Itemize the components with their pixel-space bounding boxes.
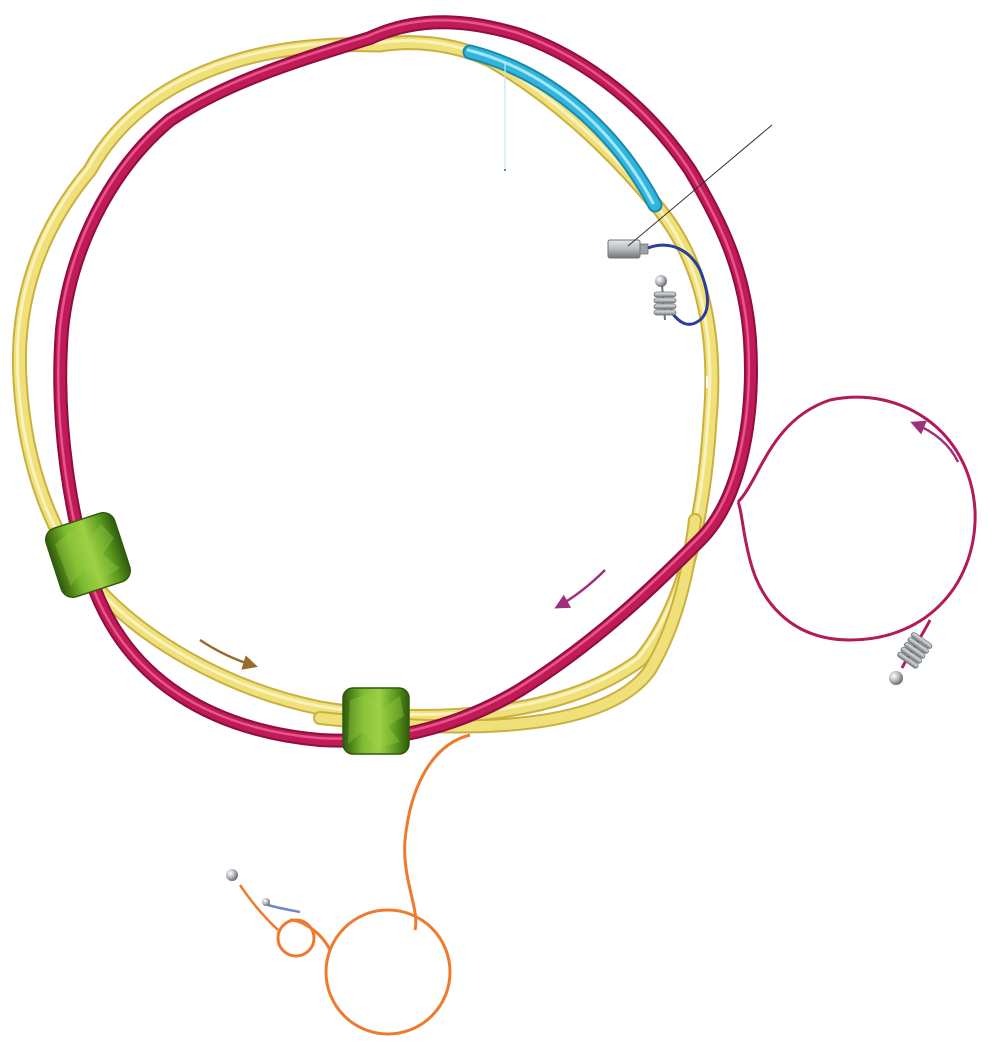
- magenta-strand: [53, 15, 758, 748]
- brown-arrow: [199, 638, 258, 670]
- blue-segment: [462, 44, 663, 213]
- green-ring-left: [45, 512, 131, 598]
- outer-spring: [889, 632, 933, 685]
- purple-arrow-outer: [910, 420, 960, 463]
- direction-arrows: [199, 420, 960, 670]
- dark-blue-wire: [647, 243, 709, 326]
- green-ring-bottom: [342, 687, 410, 755]
- orange-strand: [226, 733, 471, 1036]
- leader-lines: [504, 62, 773, 247]
- inner-spring: [653, 275, 677, 321]
- purple-arrow-inner: [554, 569, 606, 609]
- leader-line-block: [627, 124, 773, 247]
- tick-marks: [109, 232, 708, 388]
- gray-block: [607, 239, 649, 259]
